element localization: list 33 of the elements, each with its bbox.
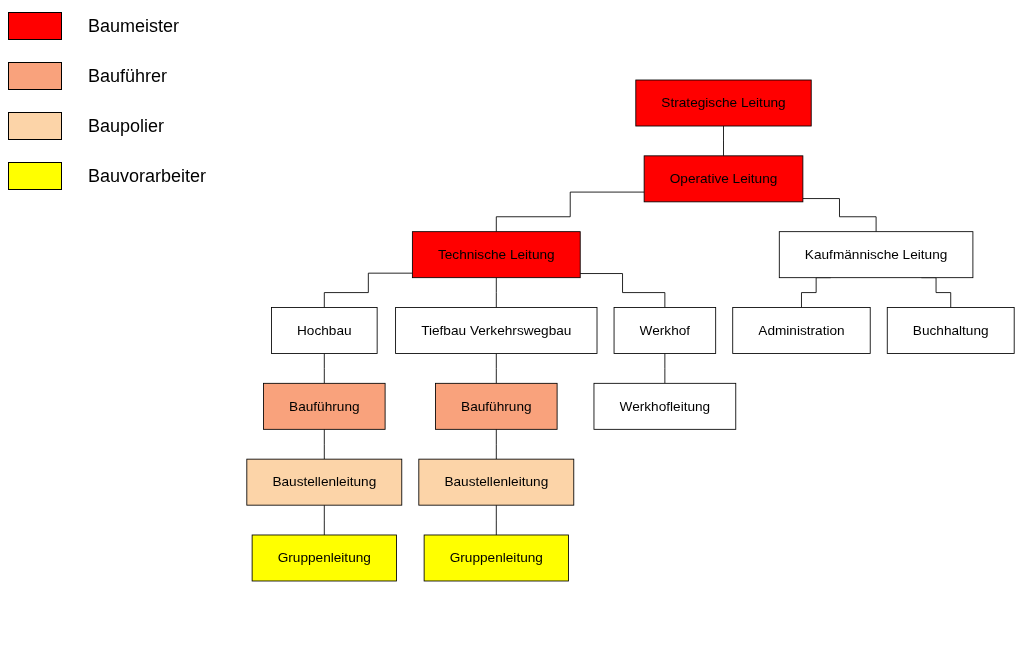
node-box: Hochbau xyxy=(271,307,378,354)
node-box: Baustellenleitung xyxy=(246,458,403,506)
node-box: Bauführung xyxy=(263,382,386,430)
legend-label: Bauvorarbeiter xyxy=(88,165,207,187)
connector xyxy=(323,353,325,384)
node-box: Gruppenleitung xyxy=(423,534,569,582)
legend-label: Baupolier xyxy=(88,115,165,137)
connector xyxy=(495,353,497,384)
node-box: Werkhof xyxy=(613,307,717,354)
node-box: Baustellenleitung xyxy=(418,458,575,506)
connector xyxy=(495,191,645,233)
connector xyxy=(495,428,497,460)
connector xyxy=(579,273,666,308)
connector xyxy=(323,428,325,460)
legend-label: Baumeister xyxy=(88,15,180,37)
node-box: Gruppenleitung xyxy=(251,534,397,582)
node-box: Administration xyxy=(732,307,871,354)
connector xyxy=(495,277,497,308)
connector xyxy=(495,504,497,536)
node-box: Strategische Leitung xyxy=(635,79,812,127)
node-box: Tiefbau Verkehrswegbau xyxy=(395,307,598,354)
connector xyxy=(723,125,724,157)
connector xyxy=(323,272,413,308)
node-box: Bauführung xyxy=(435,382,558,430)
connector xyxy=(802,198,877,233)
node-box: Kaufmännische Leitung xyxy=(778,231,974,279)
node-box: Werkhofleitung xyxy=(593,382,737,430)
node-box: Operative Leitung xyxy=(643,155,804,203)
node-box: Technische Leitung xyxy=(411,231,581,279)
connector xyxy=(323,504,325,536)
legend-label: Bauführer xyxy=(88,65,168,87)
node-box: Buchhaltung xyxy=(886,307,1015,354)
connector xyxy=(664,353,666,384)
